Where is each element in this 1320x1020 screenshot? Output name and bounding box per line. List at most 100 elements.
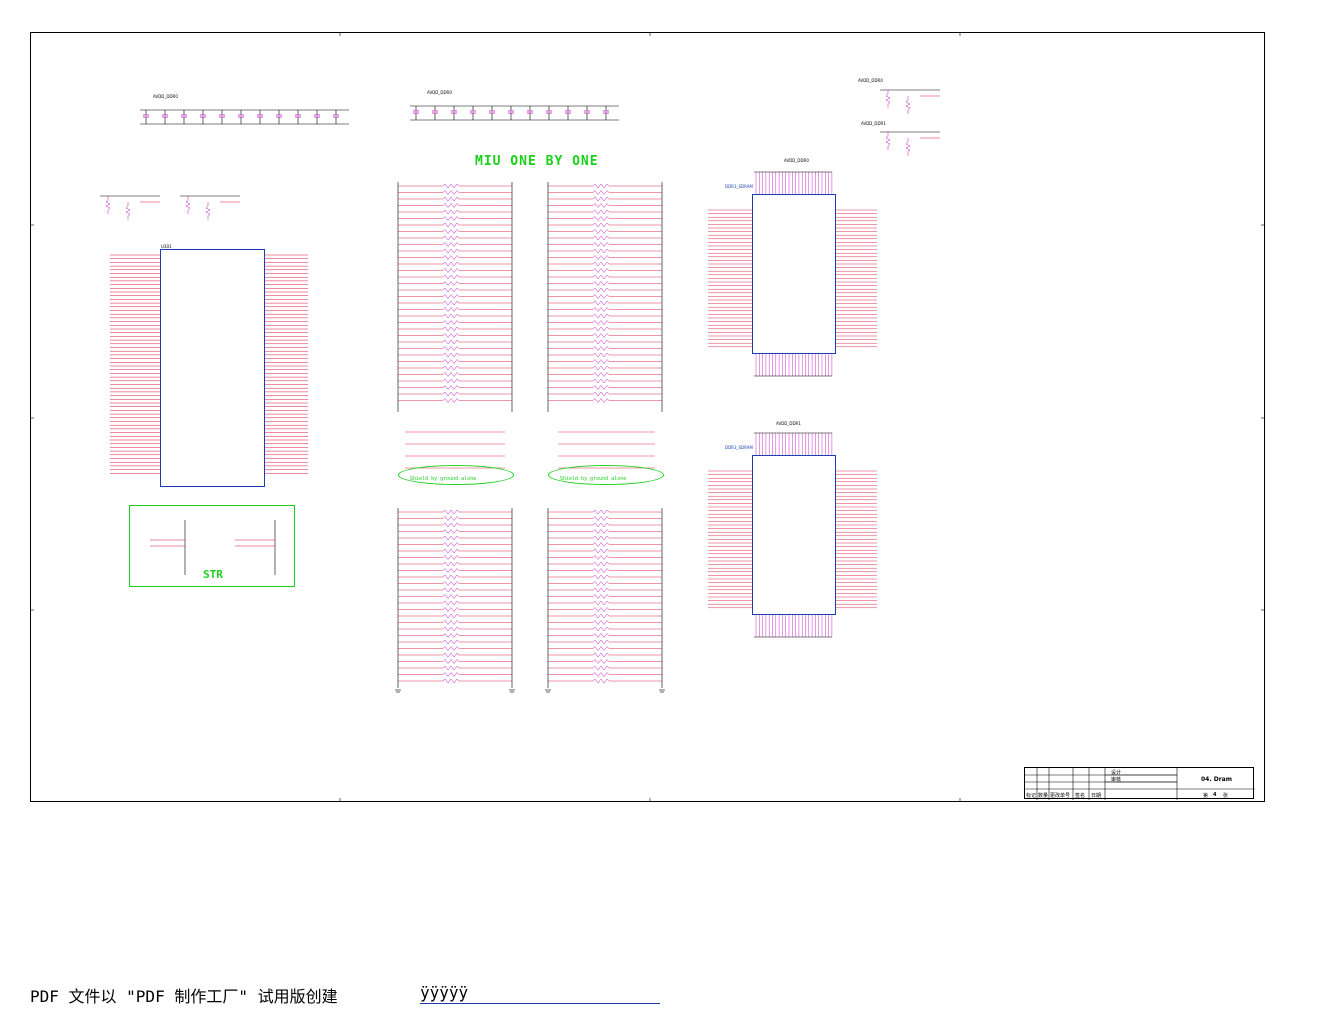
sheet-title: 04. Dram [1201, 776, 1232, 783]
vref-resistor [125, 202, 131, 220]
series-resistor [592, 313, 610, 319]
series-resistor [592, 587, 610, 593]
series-resistor [592, 672, 610, 677]
series-resistor [442, 529, 460, 534]
series-resistor [592, 659, 610, 664]
series-resistor [592, 509, 610, 515]
main-soc-refdes: U301 [161, 244, 172, 249]
series-resistor [592, 639, 610, 645]
series-resistor [442, 261, 460, 267]
series-resistor [592, 607, 610, 612]
power-net-right-top: AVDD_DDR0 [858, 78, 883, 83]
series-resistor [442, 555, 460, 560]
series-resistor [442, 398, 460, 403]
series-resistor [442, 300, 460, 306]
series-resistor [442, 190, 460, 195]
series-resistor [442, 639, 460, 645]
series-resistor [442, 607, 460, 612]
title-block-date: 日期 [1091, 793, 1102, 799]
series-resistor [592, 352, 610, 358]
series-resistor [442, 600, 460, 606]
series-resistor [442, 516, 460, 521]
shield-ellipse-left [398, 465, 514, 485]
series-resistor [592, 620, 610, 625]
series-resistor [592, 542, 610, 547]
series-resistor [592, 594, 610, 599]
series-resistor [592, 535, 610, 541]
power-net-mid: AVDD_DDR0 [427, 90, 452, 95]
series-resistor [442, 216, 460, 221]
ddr-chip-bottom [752, 455, 836, 615]
series-resistor [442, 365, 460, 371]
sheet-number-suffix: 张 [1223, 793, 1229, 799]
str-heading: STR [203, 568, 223, 581]
series-resistor [442, 391, 460, 397]
series-resistor [442, 235, 460, 241]
series-resistor [592, 646, 610, 651]
series-resistor [442, 542, 460, 547]
series-resistor [442, 196, 460, 202]
series-resistor [592, 600, 610, 606]
series-resistor [442, 183, 460, 189]
str-box [129, 505, 295, 587]
ddr-chip-top [752, 194, 836, 354]
sheet-number: 4 [1213, 792, 1217, 798]
vref-resistor [905, 96, 911, 114]
vref-resistor [185, 196, 191, 214]
series-resistor [592, 633, 610, 638]
series-resistor [592, 203, 610, 208]
ddr-chip-top-power: AVDD_DDR0 [784, 158, 809, 163]
series-resistor [442, 255, 460, 260]
series-resistor [592, 268, 610, 273]
series-resistor [592, 287, 610, 293]
series-resistor [442, 346, 460, 351]
series-resistor [592, 365, 610, 371]
series-resistor [442, 287, 460, 293]
series-resistor [592, 516, 610, 521]
series-resistor [442, 281, 460, 286]
series-resistor [442, 620, 460, 625]
series-resistor [592, 235, 610, 241]
series-resistor [592, 378, 610, 384]
series-resistor [442, 372, 460, 377]
title-block-sign: 签名 [1075, 793, 1086, 799]
series-resistor [442, 203, 460, 208]
series-resistor [442, 561, 460, 567]
series-resistor [442, 268, 460, 273]
title-block-qty: 数量 [1038, 793, 1049, 799]
series-resistor [592, 190, 610, 195]
power-net-left: AVDD_DDR0 [153, 94, 178, 99]
series-resistor [442, 248, 460, 254]
pdf-watermark-link[interactable]: ÿÿÿÿÿ [420, 983, 660, 1004]
series-resistor [592, 307, 610, 312]
sheet-border [30, 32, 1265, 802]
series-resistor [592, 372, 610, 377]
series-resistor [442, 222, 460, 228]
series-resistor [592, 529, 610, 534]
series-resistor [592, 652, 610, 658]
series-resistor [592, 665, 610, 671]
series-resistor [442, 352, 460, 358]
series-resistor [592, 183, 610, 189]
series-resistor [442, 209, 460, 215]
series-resistor [442, 535, 460, 541]
title-block-checker: 审核 [1111, 777, 1122, 783]
series-resistor [442, 613, 460, 619]
shield-label-left: Shield by ground alone [410, 476, 477, 482]
series-resistor [442, 587, 460, 593]
series-resistor [592, 561, 610, 567]
vref-resistor [885, 90, 891, 108]
series-resistor [442, 313, 460, 319]
border-ticks [30, 32, 1265, 802]
series-resistor [592, 398, 610, 403]
title-block: 设计 审核 04. Dram 标记 数量 更改单号 签名 日期 第 4 张 [1024, 767, 1255, 800]
series-resistor [442, 678, 460, 684]
vref-resistor [905, 138, 911, 156]
series-resistor [592, 229, 610, 234]
pdf-watermark-text: PDF 文件以 "PDF 制作工厂" 试用版创建 [30, 987, 338, 1006]
series-resistor [592, 261, 610, 267]
series-resistor [592, 568, 610, 573]
title-block-change: 更改单号 [1050, 793, 1071, 799]
vref-resistor [105, 196, 111, 214]
title-block-mark: 标记 [1026, 793, 1037, 799]
